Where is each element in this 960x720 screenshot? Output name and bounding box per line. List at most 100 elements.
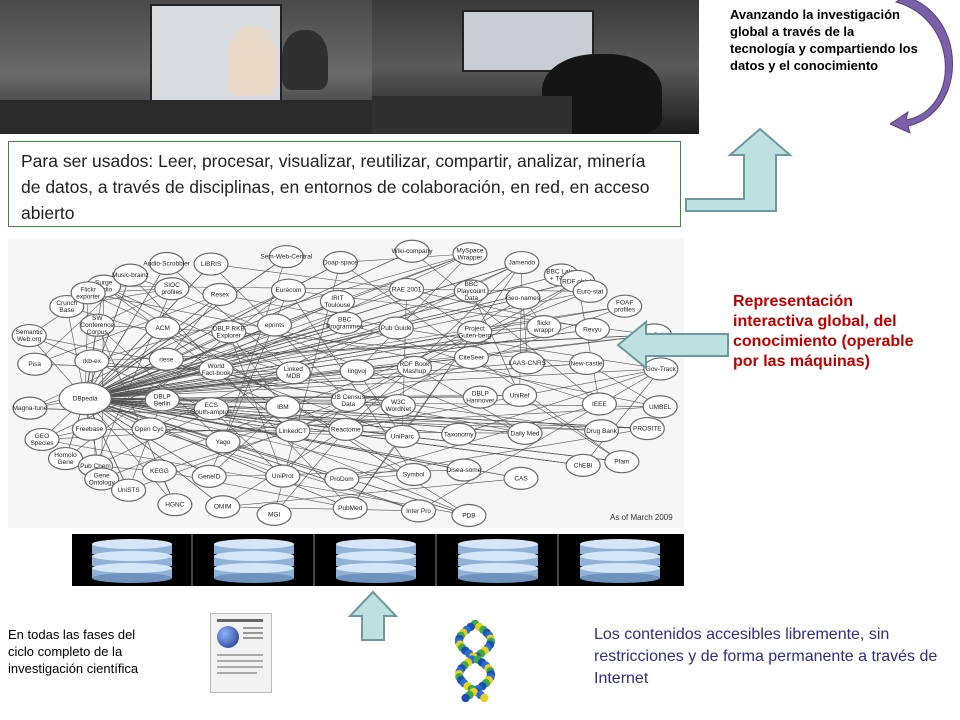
network-node-bubble [507, 421, 543, 445]
network-node-bubble [202, 282, 238, 307]
network-node: rkb-ex [74, 349, 110, 373]
network-node-label: Symbol [403, 472, 425, 479]
network-edge [349, 331, 475, 509]
network-node-label: Gene [94, 472, 110, 479]
network-edge [85, 398, 351, 509]
network-edge [85, 398, 293, 432]
network-node-label: World [208, 363, 225, 370]
network-node-bubble [256, 502, 292, 526]
network-node-label: Gov-Track [646, 366, 677, 373]
database-server-icon [214, 539, 294, 583]
network-node-bubble [568, 351, 605, 376]
interactive-representation-caption: Representación interactiva global, del c… [733, 293, 914, 370]
dna-atom [461, 693, 470, 702]
network-node-label: DBLP RKB [213, 325, 245, 332]
network-node-label: Mashup [403, 368, 427, 375]
network-node-label: MySpace [456, 247, 483, 254]
network-node-bubble [270, 278, 307, 302]
network-node-label: CiteSeer [459, 355, 485, 362]
network-node-label: Revyu [583, 326, 602, 333]
network-node-bubble [211, 320, 247, 344]
network-node-bubble [583, 419, 620, 443]
network-node: PDB [451, 503, 487, 528]
network-node-label: ACM [155, 325, 169, 332]
network-node-label: PROSITE [633, 426, 662, 433]
network-node-label: DBLP [154, 393, 171, 400]
network-node-label: DBLP [472, 391, 489, 398]
network-node-label: Yago [216, 439, 231, 446]
network-node-bubble [643, 357, 679, 381]
network-node-bubble [526, 315, 562, 339]
network-node-label: Pub Guide [381, 325, 412, 332]
network-node-label: Pub Chem [80, 463, 111, 470]
network-node-label: BBC Later [546, 269, 577, 276]
network-node-bubble [11, 323, 47, 348]
network-node-bubble [265, 464, 301, 488]
network-node-label: UniSTS [117, 487, 140, 494]
journal-cover-thumbnail [210, 613, 272, 693]
network-node-label: Corpus [87, 329, 109, 336]
network-node-bubble [565, 453, 601, 477]
network-node-bubble [400, 499, 437, 523]
network-node-label: ChEBI [574, 462, 593, 469]
network-node-bubble [441, 422, 477, 446]
network-node-bubble [24, 427, 60, 452]
network-node-label: US Census [332, 394, 366, 401]
database-server-icon [458, 539, 538, 583]
network-node-label: Data [341, 401, 355, 408]
network-node-label: RDF ohloh [562, 278, 593, 285]
network-node-label: Species [30, 440, 54, 447]
network-edge [34, 363, 217, 370]
network-edge [84, 263, 167, 399]
network-node: Geo-names [505, 286, 541, 310]
network-node-bubble [394, 239, 430, 263]
speaker-figure [228, 26, 276, 96]
network-node-bubble [49, 294, 85, 319]
network-node: Symbol [396, 462, 432, 487]
network-edge [406, 289, 593, 330]
diagram-date-caption: As of March 2009 [610, 513, 673, 522]
network-node-label: Playcount [457, 288, 486, 295]
network-node-label: Berlin [154, 400, 171, 407]
network-edge [88, 292, 661, 408]
network-node-bubble [193, 397, 229, 421]
network-node-bubble [191, 464, 227, 488]
network-node-label: Disea-some [447, 467, 482, 474]
network-node-label: BBC [338, 316, 352, 323]
network-edge [101, 291, 591, 480]
network-node-bubble [451, 503, 487, 528]
network-node-label: RDF Book [399, 361, 430, 368]
network-node: Jamendo [504, 250, 540, 275]
network-node-label: SW [92, 315, 103, 322]
network-node-bubble [205, 495, 241, 519]
open-access-caption: Los contenidos accesibles libremente, si… [594, 626, 938, 687]
network-edge [211, 263, 407, 290]
network-node: Disea-some [446, 458, 482, 482]
network-node: Taxonomy [441, 422, 477, 446]
audience-figure [282, 30, 328, 90]
network-node-label: CAS [514, 475, 528, 482]
network-node-label: LinkedCT [279, 428, 307, 435]
network-node-label: PubMed [338, 505, 363, 512]
network-node-bubble [17, 352, 53, 376]
network-edge [85, 398, 465, 471]
network-node: Euro-stat [572, 279, 608, 303]
network-node-label: UMBEL [649, 404, 672, 411]
network-node-bubble [275, 361, 311, 385]
network-edge [97, 324, 224, 443]
network-edge [222, 478, 522, 508]
network-node-label: UniRef [510, 392, 530, 399]
network-node-label: Conference [80, 322, 114, 329]
network-node-label: ProDom [330, 476, 354, 483]
network-node-label: Project [465, 325, 485, 332]
network-node-label: eprints [265, 322, 285, 329]
